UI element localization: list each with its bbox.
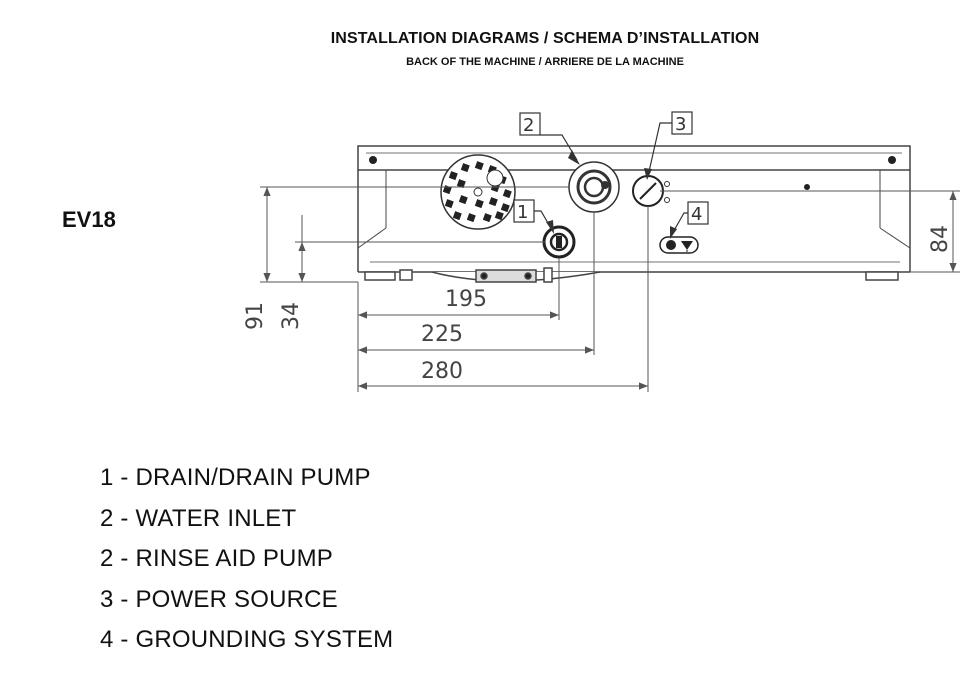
water-inlet-fitting xyxy=(568,161,620,213)
dimension-225: 225 xyxy=(421,322,463,347)
machine-body xyxy=(357,145,911,273)
callout-2-number: 2 xyxy=(523,115,534,136)
corner-screws xyxy=(369,156,896,164)
dimension-84: 84 xyxy=(928,225,953,253)
machine-feet xyxy=(364,269,899,281)
page-title: INSTALLATION DIAGRAMS / SCHEMA D’INSTALL… xyxy=(330,30,760,47)
drain-fitting xyxy=(542,225,576,259)
callout-4-number: 4 xyxy=(691,204,702,225)
legend-item-rinse-aid-pump: 2 - RINSE AID PUMP xyxy=(100,545,333,572)
legend-list: 1 - DRAIN/DRAIN PUMP 2 - WATER INLET 2 -… xyxy=(100,458,393,661)
page-subtitle: BACK OF THE MACHINE / ARRIERE DE LA MACH… xyxy=(406,56,684,68)
fan-grille xyxy=(440,154,516,230)
callout-1: 1 xyxy=(513,199,554,234)
callout-3-number: 3 xyxy=(675,114,686,135)
dimension-280: 280 xyxy=(421,359,463,384)
rear-screw xyxy=(804,184,810,190)
dimension-lines xyxy=(260,186,960,392)
callout-2: 2 xyxy=(519,112,580,165)
callout-1-number: 1 xyxy=(517,202,528,223)
legend-item-drain: 1 - DRAIN/DRAIN PUMP xyxy=(100,464,371,491)
callout-3: 3 xyxy=(644,111,693,180)
legend-item-grounding-system: 4 - GROUNDING SYSTEM xyxy=(100,626,394,653)
legend-item-power-source: 3 - POWER SOURCE xyxy=(100,585,338,613)
pump-housing xyxy=(431,267,601,283)
model-label: EV18 xyxy=(62,207,116,232)
callout-4: 4 xyxy=(670,201,709,239)
dimension-195: 195 xyxy=(445,287,487,312)
grounding-terminal xyxy=(659,236,699,254)
legend-item-water-inlet: 2 - WATER INLET xyxy=(100,504,297,532)
dimension-91: 91 xyxy=(243,302,268,330)
dimension-34: 34 xyxy=(279,302,304,330)
